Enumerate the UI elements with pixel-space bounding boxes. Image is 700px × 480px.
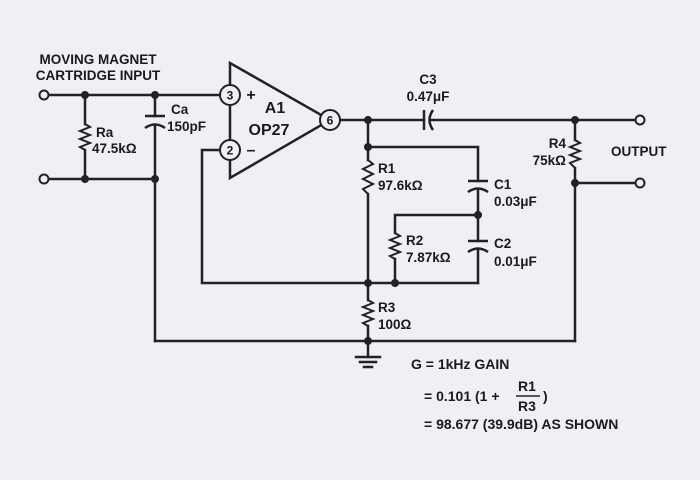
capacitor-c3 xyxy=(422,109,435,131)
inverting-sign: – xyxy=(247,142,256,159)
pin-3-circle xyxy=(219,84,241,106)
gain-line3: = 98.677 (39.9dB) AS SHOWN xyxy=(424,416,618,432)
pin-6-number: 6 xyxy=(327,114,334,128)
c1-ref: C1 xyxy=(494,177,512,192)
r2-ref: R2 xyxy=(406,233,423,248)
gain-line2-suffix: ) xyxy=(543,388,548,404)
opamp-part: OP27 xyxy=(249,122,290,139)
c3-value: 0.47μF xyxy=(407,89,450,104)
output-label: OUTPUT xyxy=(611,144,667,159)
capacitor-ca xyxy=(144,114,166,130)
junction-dots xyxy=(81,91,579,345)
c2-value: 0.01μF xyxy=(494,254,537,269)
gain-fraction-denominator: R3 xyxy=(518,398,536,414)
noninverting-sign: + xyxy=(246,87,255,104)
gain-line2-prefix: = 0.101 (1 + xyxy=(424,388,500,404)
ra-ref: Ra xyxy=(96,125,114,140)
gain-line1: G = 1kHz GAIN xyxy=(411,356,509,372)
r2-value: 7.87kΩ xyxy=(406,250,451,265)
r3-value: 100Ω xyxy=(378,317,412,332)
resistor-r1 xyxy=(360,159,376,195)
input-terminal-top xyxy=(38,89,50,101)
pin-6-circle xyxy=(319,109,341,131)
output-terminal-top xyxy=(634,114,646,126)
ca-value: 150pF xyxy=(167,119,206,134)
r3-ref: R3 xyxy=(378,300,396,315)
capacitor-c1 xyxy=(467,179,489,194)
ground-symbol xyxy=(354,355,382,369)
c2-ref: C2 xyxy=(494,236,511,251)
r1-ref: R1 xyxy=(378,161,396,176)
opamp-ref: A1 xyxy=(265,100,286,117)
gain-equation: G = 1kHz GAIN = 0.101 (1 + R1 R3 ) = 98.… xyxy=(411,356,618,432)
wires xyxy=(46,93,642,359)
resistor-ra xyxy=(77,123,93,151)
c3-ref: C3 xyxy=(419,72,437,87)
input-terminal-bottom xyxy=(38,173,50,185)
pin-2-circle xyxy=(219,139,241,161)
ra-value: 47.5kΩ xyxy=(92,141,137,156)
c1-value: 0.03μF xyxy=(494,194,537,209)
ca-ref: Ca xyxy=(171,102,189,117)
pin-3-number: 3 xyxy=(227,89,234,103)
resistor-r2 xyxy=(387,232,403,260)
output-terminal-bottom xyxy=(634,177,646,189)
capacitor-c2 xyxy=(467,239,489,254)
gain-fraction-numerator: R1 xyxy=(518,378,536,394)
r4-ref: R4 xyxy=(549,136,567,151)
input-label-line2: CARTRIDGE INPUT xyxy=(36,68,161,83)
pin-2-number: 2 xyxy=(227,144,234,158)
resistor-r3 xyxy=(360,299,376,327)
r4-value: 75kΩ xyxy=(533,153,567,168)
r1-value: 97.6kΩ xyxy=(378,178,423,193)
resistor-r4 xyxy=(567,139,583,169)
input-label-line1: MOVING MAGNET xyxy=(40,52,158,67)
opamp-a1: 3 2 6 + – A1 OP27 xyxy=(219,60,341,181)
